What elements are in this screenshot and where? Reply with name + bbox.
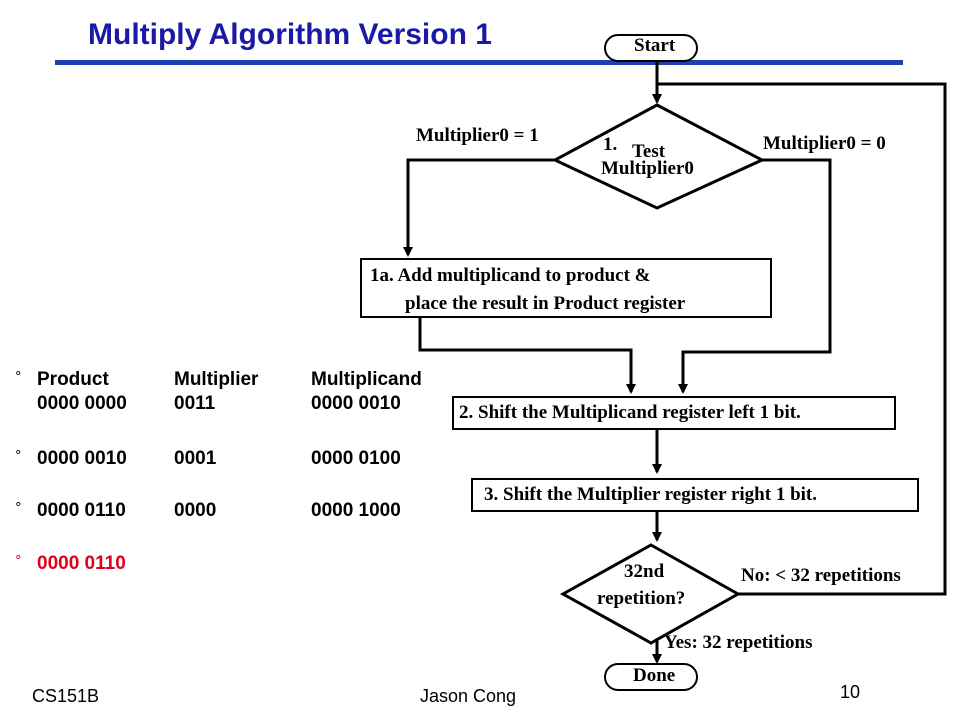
arrow-1a-to-2 xyxy=(418,318,636,394)
trace-row-multiplicand: 0000 1000 xyxy=(311,500,401,521)
branch-one-label: Multiplier0 = 1 xyxy=(416,125,539,146)
step-1a-box xyxy=(360,258,772,318)
page-title: Multiply Algorithm Version 1 xyxy=(88,18,492,51)
start-terminal xyxy=(604,34,698,62)
test-diamond xyxy=(551,103,766,210)
trace-header-product: Product xyxy=(37,369,109,390)
trace-bullet: ° xyxy=(15,449,22,464)
trace-row-multiplier: 0000 xyxy=(174,500,217,521)
repetition-diamond xyxy=(559,543,742,645)
step-3-label: 3. Shift the Multiplier register right 1… xyxy=(484,484,818,505)
decision-line1: 32nd xyxy=(624,561,665,582)
no-branch-label: No: < 32 repetitions xyxy=(741,565,901,586)
arrow-test-to-1a xyxy=(403,158,555,257)
footer-author: Jason Cong xyxy=(420,686,517,706)
trace-row-product: 0000 0000 xyxy=(37,393,127,414)
footer-page-number: 10 xyxy=(840,682,861,702)
footer-course: CS151B xyxy=(32,686,100,706)
done-label: Done xyxy=(633,665,676,686)
yes-branch-label: Yes: 32 repetitions xyxy=(664,632,813,653)
trace-bullet: ° xyxy=(15,501,22,516)
trace-bullet: ° xyxy=(15,370,22,385)
trace-row-product: 0000 0110 xyxy=(37,500,126,521)
trace-row-multiplier: 0001 xyxy=(174,448,217,469)
test-step-number: 1. xyxy=(603,134,618,155)
loop-back-line xyxy=(657,82,947,596)
step-2-label: 2. Shift the Multiplicand register left … xyxy=(459,402,801,423)
trace-row-multiplier: 0011 xyxy=(174,393,216,414)
decision-line2: repetition? xyxy=(597,588,686,609)
step-2-box xyxy=(452,396,896,430)
trace-header-multiplier: Multiplier xyxy=(174,369,259,390)
branch-zero-label: Multiplier0 = 0 xyxy=(763,133,886,154)
trace-header-multiplicand: Multiplicand xyxy=(311,369,422,390)
trace-bullet-final: ° xyxy=(15,554,22,569)
step-3-box xyxy=(471,478,919,512)
test-word: Test xyxy=(632,141,666,162)
trace-final-product: 0000 0110 xyxy=(37,553,126,574)
title-underline xyxy=(55,60,903,65)
trace-row-multiplicand: 0000 0010 xyxy=(311,393,401,414)
trace-row-product: 0000 0010 xyxy=(37,448,127,469)
start-label: Start xyxy=(634,35,676,56)
done-terminal xyxy=(604,663,698,691)
arrow-test-skip-to-2 xyxy=(678,158,832,394)
trace-row-multiplicand: 0000 0100 xyxy=(311,448,401,469)
step-1a-line2: place the result in Product register xyxy=(405,293,686,314)
step-1a-line1: 1a. Add multiplicand to product & xyxy=(370,265,651,286)
test-target: Multiplier0 xyxy=(601,158,694,179)
